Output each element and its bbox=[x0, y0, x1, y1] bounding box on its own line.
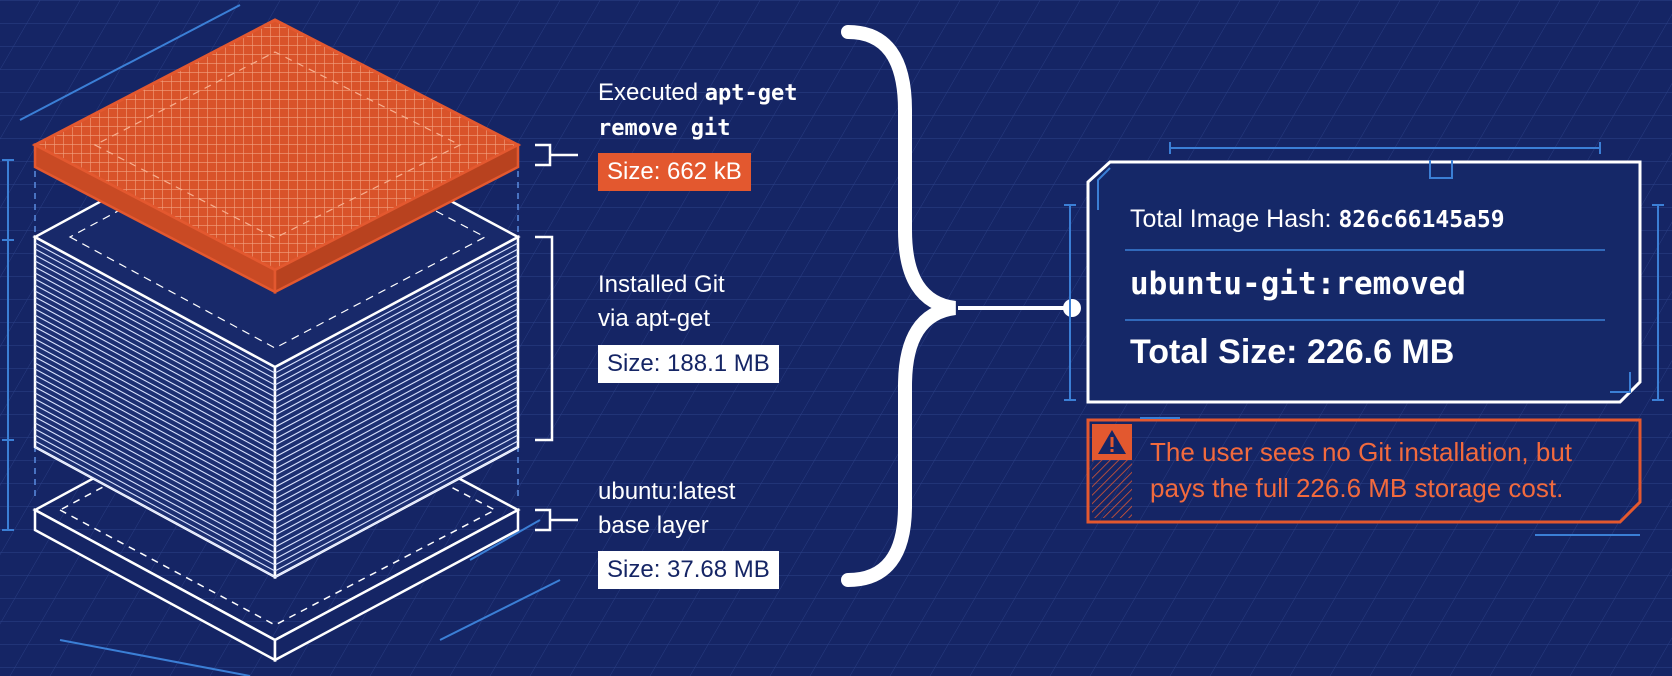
warning-line2: pays the full 226.6 MB storage cost. bbox=[1150, 473, 1564, 503]
base-label-line2: base layer bbox=[598, 512, 709, 539]
install-git-label-line1: Installed Git bbox=[598, 271, 725, 298]
base-layer-slab bbox=[32, 378, 521, 663]
total-size: Total Size: 226.6 MB bbox=[1130, 333, 1455, 371]
warning-triangle-icon bbox=[1092, 424, 1132, 460]
remove-git-label-code-2: remove git bbox=[598, 116, 731, 141]
layer-brackets bbox=[535, 143, 578, 532]
remove-git-layer-slab bbox=[31, 18, 522, 295]
image-hash-value: 826c66145a59 bbox=[1338, 207, 1505, 233]
image-panel-frame bbox=[1064, 142, 1664, 404]
install-git-layer-label: Installed Git via apt-get bbox=[598, 268, 725, 336]
remove-git-layer-label: Executed apt-get remove git bbox=[598, 76, 797, 146]
base-size-badge: Size: 37.68 MB bbox=[598, 551, 779, 589]
remove-git-label-code-1: apt-get bbox=[704, 81, 798, 106]
connector-dot bbox=[1063, 299, 1081, 317]
image-name: ubuntu-git:removed bbox=[1130, 266, 1466, 302]
warning-line1: The user sees no Git installation, but bbox=[1150, 437, 1573, 467]
image-hash-label: Total Image Hash: bbox=[1130, 205, 1339, 233]
aggregate-brace bbox=[841, 25, 957, 587]
dimension-lines bbox=[2, 4, 561, 676]
remove-git-label-plain: Executed bbox=[598, 79, 705, 106]
remove-git-size-badge: Size: 662 kB bbox=[598, 153, 751, 191]
install-git-size-badge: Size: 188.1 MB bbox=[598, 345, 779, 383]
image-hash-row: Total Image Hash: 826c66145a59 bbox=[1130, 205, 1505, 234]
base-label-line1: ubuntu:latest bbox=[598, 478, 736, 505]
install-git-label-line2: via apt-get bbox=[598, 305, 711, 332]
base-layer-label: ubuntu:latest base layer bbox=[598, 475, 735, 543]
warning-message: The user sees no Git installation, but p… bbox=[1150, 434, 1630, 506]
